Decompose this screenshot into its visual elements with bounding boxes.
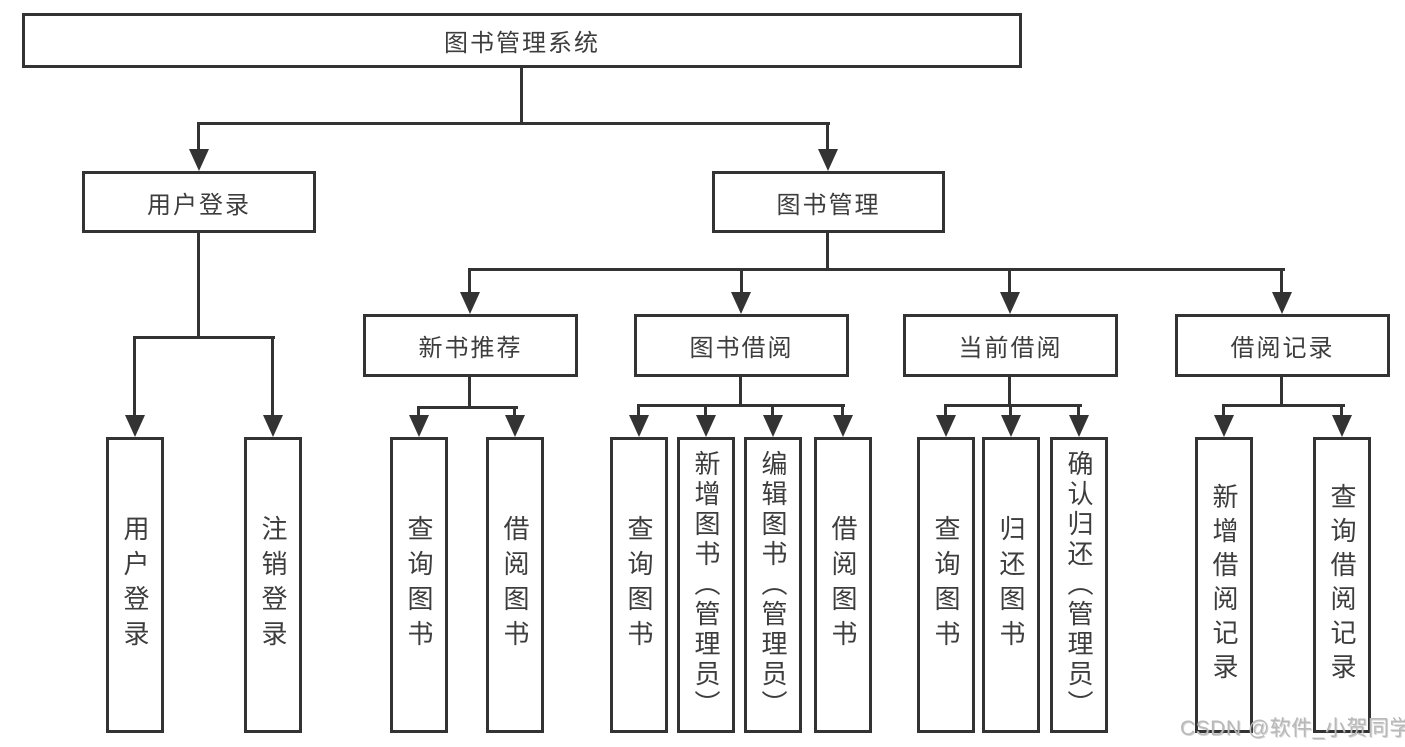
arrow-down-icon	[505, 415, 525, 437]
node-current-borrowing: 当前借阅	[903, 314, 1118, 377]
arrow-down-icon	[833, 415, 853, 437]
connector-line	[1280, 377, 1283, 404]
arrow-down-icon	[1001, 415, 1021, 437]
connector-line	[468, 268, 1285, 271]
arrow-down-icon	[263, 415, 283, 437]
connector-line	[1280, 268, 1283, 294]
watermark: CSDN @软件_小贺同学	[1180, 717, 1405, 740]
connector-line	[1222, 404, 1225, 417]
leaf-logout: 注销登录	[244, 437, 302, 733]
node-new-book-recommendation: 新书推荐	[363, 314, 578, 377]
connector-line	[133, 336, 275, 339]
connector-line	[826, 233, 829, 270]
connector-line	[133, 336, 136, 417]
connector-line	[826, 122, 829, 152]
connector-line	[1008, 377, 1011, 404]
node-borrowing-records: 借阅记录	[1175, 314, 1390, 377]
arrow-down-icon	[1272, 292, 1292, 314]
node-book-borrowing: 图书借阅	[634, 314, 849, 377]
arrow-down-icon	[460, 292, 480, 314]
leaf-borrow-books: 借阅图书	[814, 437, 872, 733]
connector-line	[771, 404, 774, 417]
connector-line	[417, 406, 420, 417]
leaf-query-books-recommend: 查询图书	[390, 437, 448, 733]
arrow-down-icon	[629, 415, 649, 437]
connector-line	[1009, 404, 1012, 417]
arrow-down-icon	[125, 415, 145, 437]
connector-line	[513, 406, 516, 417]
leaf-return-books: 归还图书	[982, 437, 1040, 733]
arrow-down-icon	[409, 415, 429, 437]
leaf-confirm-return-admin: 确认归还（管理员）	[1050, 437, 1108, 733]
connector-line	[520, 68, 523, 122]
connector-line	[197, 122, 200, 152]
leaf-query-borrow-record: 查询借阅记录	[1313, 437, 1371, 733]
connector-line	[1008, 268, 1011, 294]
connector-line	[944, 404, 947, 417]
leaf-add-borrow-record: 新增借阅记录	[1195, 437, 1253, 733]
arrow-down-icon	[818, 149, 838, 171]
leaf-user-login: 用户登录	[106, 437, 164, 733]
leaf-query-books-current: 查询图书	[917, 437, 975, 733]
arrow-down-icon	[1214, 415, 1234, 437]
arrow-down-icon	[1069, 415, 1089, 437]
arrow-down-icon	[731, 292, 751, 314]
connector-line	[739, 377, 742, 404]
arrow-down-icon	[696, 415, 716, 437]
leaf-borrow-books-recommend: 借阅图书	[486, 437, 544, 733]
connector-line	[704, 404, 707, 417]
connector-line	[197, 233, 200, 336]
connector-line	[740, 268, 743, 294]
connector-line	[197, 122, 830, 125]
connector-line	[1077, 404, 1080, 417]
arrow-down-icon	[763, 415, 783, 437]
connector-line	[468, 377, 471, 406]
connector-line	[637, 404, 845, 407]
connector-line	[637, 404, 640, 417]
connector-line	[1340, 404, 1343, 417]
leaf-add-book-admin: 新增图书（管理员）	[677, 437, 735, 733]
leaf-query-books-borrowing: 查询图书	[610, 437, 668, 733]
arrow-down-icon	[1000, 292, 1020, 314]
node-user-login: 用户登录	[82, 171, 316, 233]
arrow-down-icon	[189, 149, 209, 171]
node-book-management: 图书管理	[712, 171, 945, 233]
leaf-edit-book-admin: 编辑图书（管理员）	[744, 437, 802, 733]
arrow-down-icon	[936, 415, 956, 437]
node-library-management-system: 图书管理系统	[22, 13, 1022, 68]
connector-line	[417, 406, 518, 409]
connector-line	[944, 404, 1082, 407]
connector-line	[468, 268, 471, 294]
connector-line	[1222, 404, 1345, 407]
connector-line	[841, 404, 844, 417]
connector-line	[271, 336, 274, 417]
arrow-down-icon	[1332, 415, 1352, 437]
